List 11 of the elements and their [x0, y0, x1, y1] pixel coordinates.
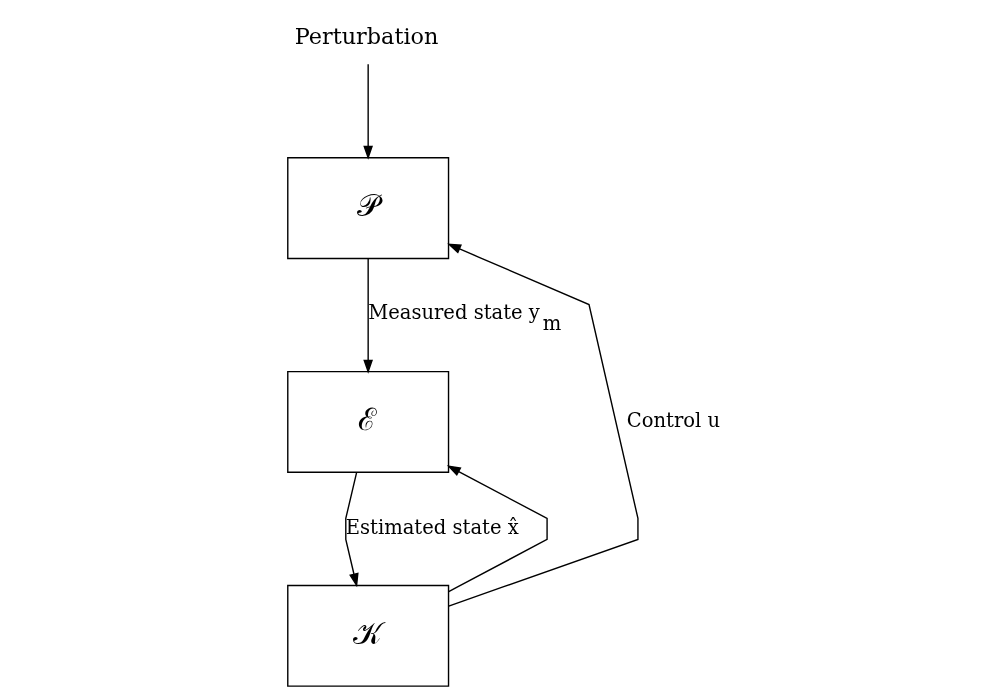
- edge-label: Control u: [626, 409, 721, 433]
- arrow: [363, 63, 374, 160]
- node-box: ℰ: [287, 370, 450, 473]
- node-box: 𝒦: [287, 584, 450, 687]
- arrow: [447, 243, 639, 607]
- arrow: [345, 471, 359, 588]
- edge-label: Estimated state x̂: [345, 516, 519, 540]
- node-box: 𝒫: [287, 157, 450, 260]
- arrow: [363, 257, 374, 374]
- arrow: [446, 465, 548, 593]
- node-text: Perturbation: [294, 23, 439, 50]
